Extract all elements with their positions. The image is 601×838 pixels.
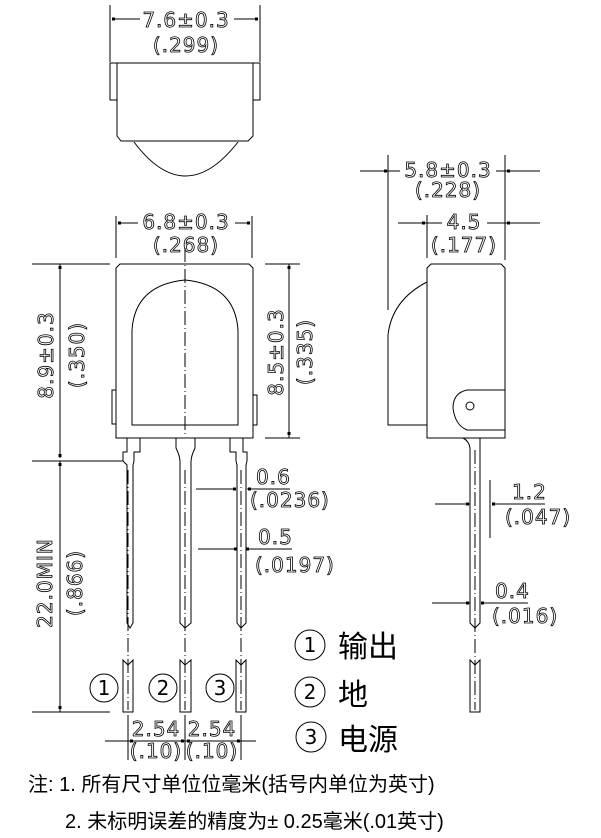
legend-1-label: 输出 <box>338 630 398 665</box>
legend-1-num: 1 <box>304 633 317 657</box>
side-lead-lower-inch: (.016) <box>492 604 558 628</box>
leads <box>122 438 248 713</box>
pitch-1-inch: (.10) <box>130 739 182 763</box>
front-width-inch: (.268) <box>153 233 219 257</box>
pitch-2-dimension: 2.54 <box>188 717 237 741</box>
front-view: 6.8±0.3 (.268) 8.9±0.3 (.350) 8.5±0.3 (.… <box>32 210 335 763</box>
lead-length-inch: (.866) <box>63 550 87 616</box>
pin-1-label: 1 <box>98 676 111 700</box>
lead-width-upper-inch: (.0236) <box>250 488 330 512</box>
pin-1-marker <box>89 673 119 703</box>
side-lead-lower-dimension: 0.4 <box>495 579 530 603</box>
lead-width-upper: 0.6 <box>256 465 291 489</box>
body-height-dimension: 8.5±0.3 <box>264 308 288 395</box>
pin-2-label: 2 <box>157 676 170 700</box>
legend-2-num: 2 <box>304 680 317 704</box>
top-view: 7.6±0.3 (.299) <box>109 5 261 177</box>
pitch-1-dimension: 2.54 <box>132 717 181 741</box>
lead-length-dimension: 22.0MIN <box>33 538 57 628</box>
legend-2-label: 地 <box>338 678 368 713</box>
legend-3-label: 电源 <box>338 723 398 758</box>
top-width-inch: (.299) <box>153 33 219 57</box>
legend-3-num: 3 <box>305 725 318 749</box>
pin-3-marker <box>205 673 235 703</box>
pitch-2-inch: (.10) <box>186 739 238 763</box>
body-height-inch: (.335) <box>293 319 317 385</box>
side-lead-upper-dimension: 1.2 <box>512 480 547 504</box>
note-1: 注: 1. 所有尺寸单位位毫米(括号内单位为英寸) <box>28 773 435 796</box>
side-lead-upper-inch: (.047) <box>505 505 571 529</box>
pin-legend: 1 输出 2 地 3 电源 <box>294 629 398 758</box>
front-height-inch: (.350) <box>65 322 89 388</box>
lead-width-lower: 0.5 <box>258 525 293 549</box>
side-depth-inch: (.228) <box>415 178 481 202</box>
side-view: 5.8±0.3 (.228) 4.5 (.177) 1.2 (.047) 0.4… <box>360 155 571 713</box>
front-width-dimension: 6.8±0.3 <box>142 210 229 234</box>
front-height-dimension: 8.9±0.3 <box>34 311 58 398</box>
top-width-dimension: 7.6±0.3 <box>142 8 229 32</box>
side-depth-dimension: 5.8±0.3 <box>404 158 491 182</box>
side-body-depth-dimension: 4.5 <box>447 210 482 234</box>
note-2: 2. 未标明误差的精度为± 0.25毫米(.01英寸) <box>65 810 444 833</box>
lead-width-lower-inch: (.0197) <box>255 553 335 577</box>
pin-2-marker <box>148 673 178 703</box>
pin-3-label: 3 <box>214 676 227 700</box>
side-body-depth-inch: (.177) <box>431 233 497 257</box>
